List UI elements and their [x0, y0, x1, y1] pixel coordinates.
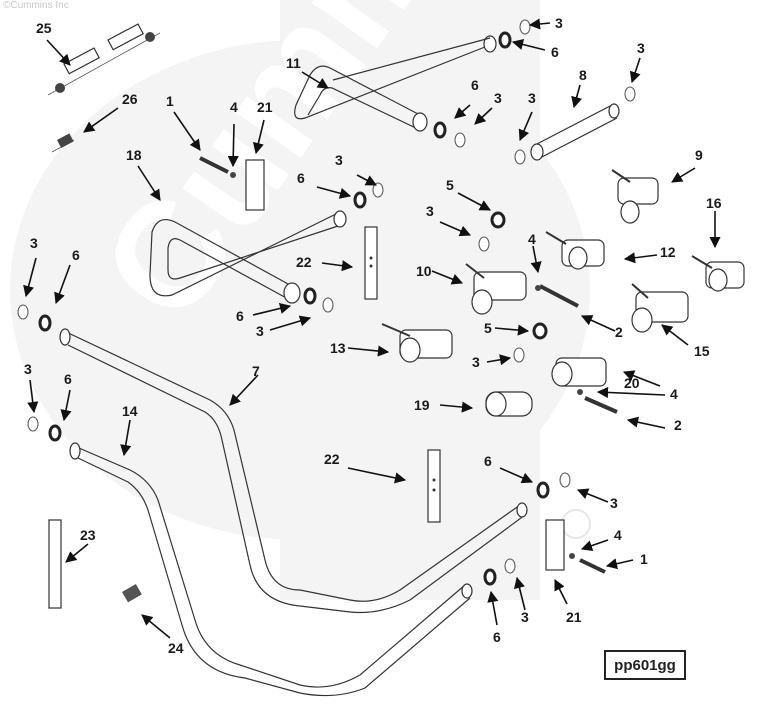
callout-6: 6 — [484, 453, 492, 469]
callout-6: 6 — [297, 170, 305, 186]
callout-11: 11 — [286, 55, 301, 71]
callout-3: 3 — [256, 323, 264, 339]
callout-22: 22 — [296, 254, 312, 270]
callout-2: 2 — [674, 417, 682, 433]
part-26-fitting — [51, 133, 75, 153]
callout-10: 10 — [416, 263, 432, 279]
callout-5: 5 — [484, 320, 492, 336]
connector-10 — [465, 263, 527, 315]
connector-16 — [691, 255, 745, 292]
seals-5 — [490, 211, 548, 340]
part-11-bent-tube — [294, 35, 497, 132]
callout-3: 3 — [521, 609, 529, 625]
callout-26: 26 — [122, 91, 138, 107]
callout-6: 6 — [72, 247, 80, 263]
callout-1: 1 — [640, 551, 648, 567]
callout-24: 24 — [168, 640, 184, 656]
part-8-straight-tube — [530, 103, 620, 161]
callout-1: 1 — [166, 93, 174, 109]
callout-20: 20 — [624, 375, 640, 391]
fasteners — [199, 156, 618, 574]
callout-3: 3 — [637, 40, 645, 56]
callout-labels: 25 26 1 4 21 18 11 3 6 6 3 3 8 3 3 6 9 5… — [24, 15, 722, 656]
seal-ring — [498, 31, 512, 49]
callout-3: 3 — [494, 90, 502, 106]
reference-code: pp601gg — [614, 656, 676, 674]
callout-5: 5 — [446, 177, 454, 193]
callout-15: 15 — [694, 343, 710, 359]
seal-rings — [38, 31, 550, 586]
seal-ring — [353, 191, 367, 209]
callout-3: 3 — [426, 203, 434, 219]
callout-21: 21 — [566, 609, 582, 625]
registered-mark — [561, 509, 591, 539]
callout-19: 19 — [414, 397, 430, 413]
part-7-long-tube — [59, 328, 528, 614]
seal-ring — [433, 121, 447, 139]
seal-ring — [38, 314, 52, 332]
clamp-plates-22 — [364, 226, 441, 523]
seal-ring — [536, 481, 550, 499]
connector-9 — [611, 169, 659, 224]
callout-18: 18 — [126, 147, 142, 163]
tube-connectors — [381, 169, 745, 417]
callout-13: 13 — [330, 340, 346, 356]
part-25-hose-assembly — [47, 23, 161, 96]
copyright-text: ©Cummins Inc — [3, 0, 69, 11]
callout-12: 12 — [660, 244, 676, 260]
callout-4: 4 — [230, 99, 238, 115]
reference-code-box: pp601gg — [604, 650, 686, 680]
callout-25: 25 — [36, 20, 52, 36]
callout-16: 16 — [706, 195, 722, 211]
callout-6: 6 — [551, 44, 559, 60]
connector-19 — [485, 391, 533, 417]
callout-3: 3 — [555, 15, 563, 31]
seal-ring — [48, 424, 62, 442]
callout-6: 6 — [493, 629, 501, 645]
callout-3: 3 — [30, 235, 38, 251]
callout-4: 4 — [528, 231, 536, 247]
clip-24 — [121, 584, 142, 603]
leader-arrows — [23, 18, 721, 639]
connector-12 — [545, 231, 605, 270]
callout-4: 4 — [670, 386, 678, 402]
callout-3: 3 — [610, 495, 618, 511]
callout-4: 4 — [614, 527, 622, 543]
clamp-blocks-21 — [245, 159, 565, 571]
callout-7: 7 — [252, 363, 260, 379]
callout-22: 22 — [324, 451, 340, 467]
callout-3: 3 — [528, 90, 536, 106]
connector-13 — [381, 323, 453, 363]
part-14-long-tube — [69, 442, 473, 697]
callout-3: 3 — [24, 361, 32, 377]
connector-20 — [551, 357, 607, 387]
callout-9: 9 — [695, 147, 703, 163]
connector-15 — [631, 283, 689, 333]
callout-21: 21 — [257, 99, 273, 115]
callout-6: 6 — [64, 371, 72, 387]
callout-2: 2 — [615, 324, 623, 340]
callout-14: 14 — [122, 403, 138, 419]
callout-6: 6 — [236, 308, 244, 324]
callout-6: 6 — [471, 77, 479, 93]
part-18-bent-tube — [149, 210, 347, 304]
callout-3: 3 — [335, 152, 343, 168]
seal-ring — [303, 287, 317, 305]
callout-23: 23 — [80, 527, 96, 543]
seal-ring — [483, 568, 497, 586]
callout-8: 8 — [579, 67, 587, 83]
o-rings — [17, 19, 636, 574]
plate-23 — [48, 519, 62, 609]
callout-3: 3 — [472, 354, 480, 370]
